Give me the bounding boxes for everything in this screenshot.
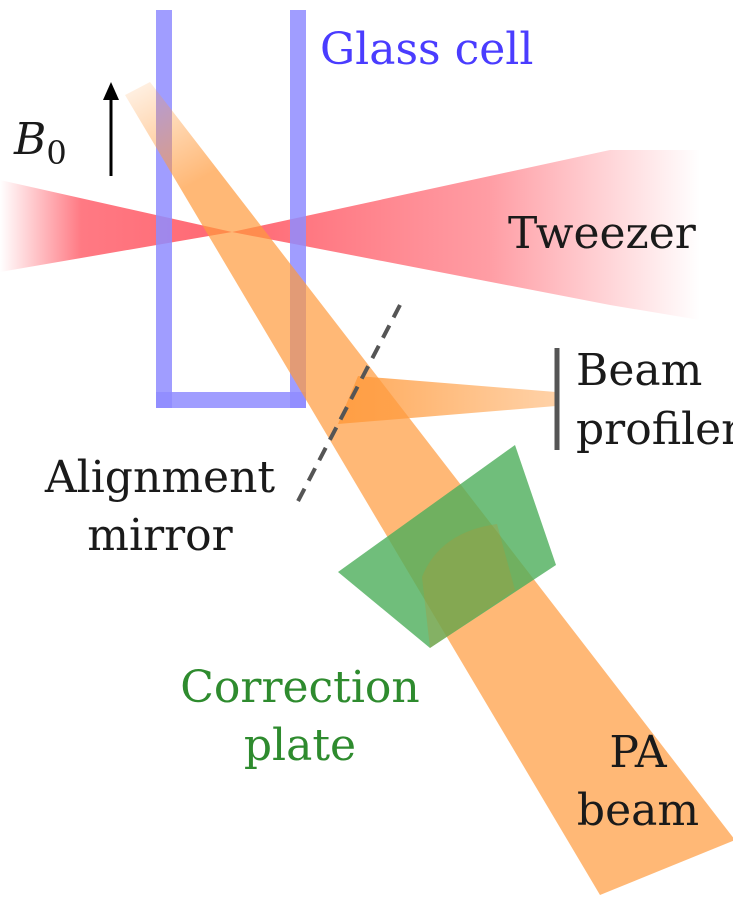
pa-beam-label-line1: PA <box>609 727 668 778</box>
correction-plate-label-line1: Correction <box>180 662 420 713</box>
pa-beam-label-line2: beam <box>577 785 699 836</box>
alignment-mirror <box>294 304 402 506</box>
b0-label: B0 <box>13 114 67 172</box>
correction-plate-label-line2: plate <box>244 720 356 771</box>
tweezer-label: Tweezer <box>508 208 697 259</box>
beam-profiler-label-line2: profiler <box>576 404 733 455</box>
reflected-beam <box>338 376 556 424</box>
glass-cell-label: Glass cell <box>320 24 533 75</box>
pa-beam <box>125 82 733 895</box>
tweezer-beam <box>0 150 700 320</box>
b0-arrow <box>103 82 119 176</box>
alignment-mirror-label-line2: mirror <box>87 510 233 561</box>
beam-profiler-label-line1: Beam <box>576 345 702 396</box>
correction-plate <box>338 445 556 648</box>
alignment-mirror-label-line1: Alignment <box>44 452 276 503</box>
